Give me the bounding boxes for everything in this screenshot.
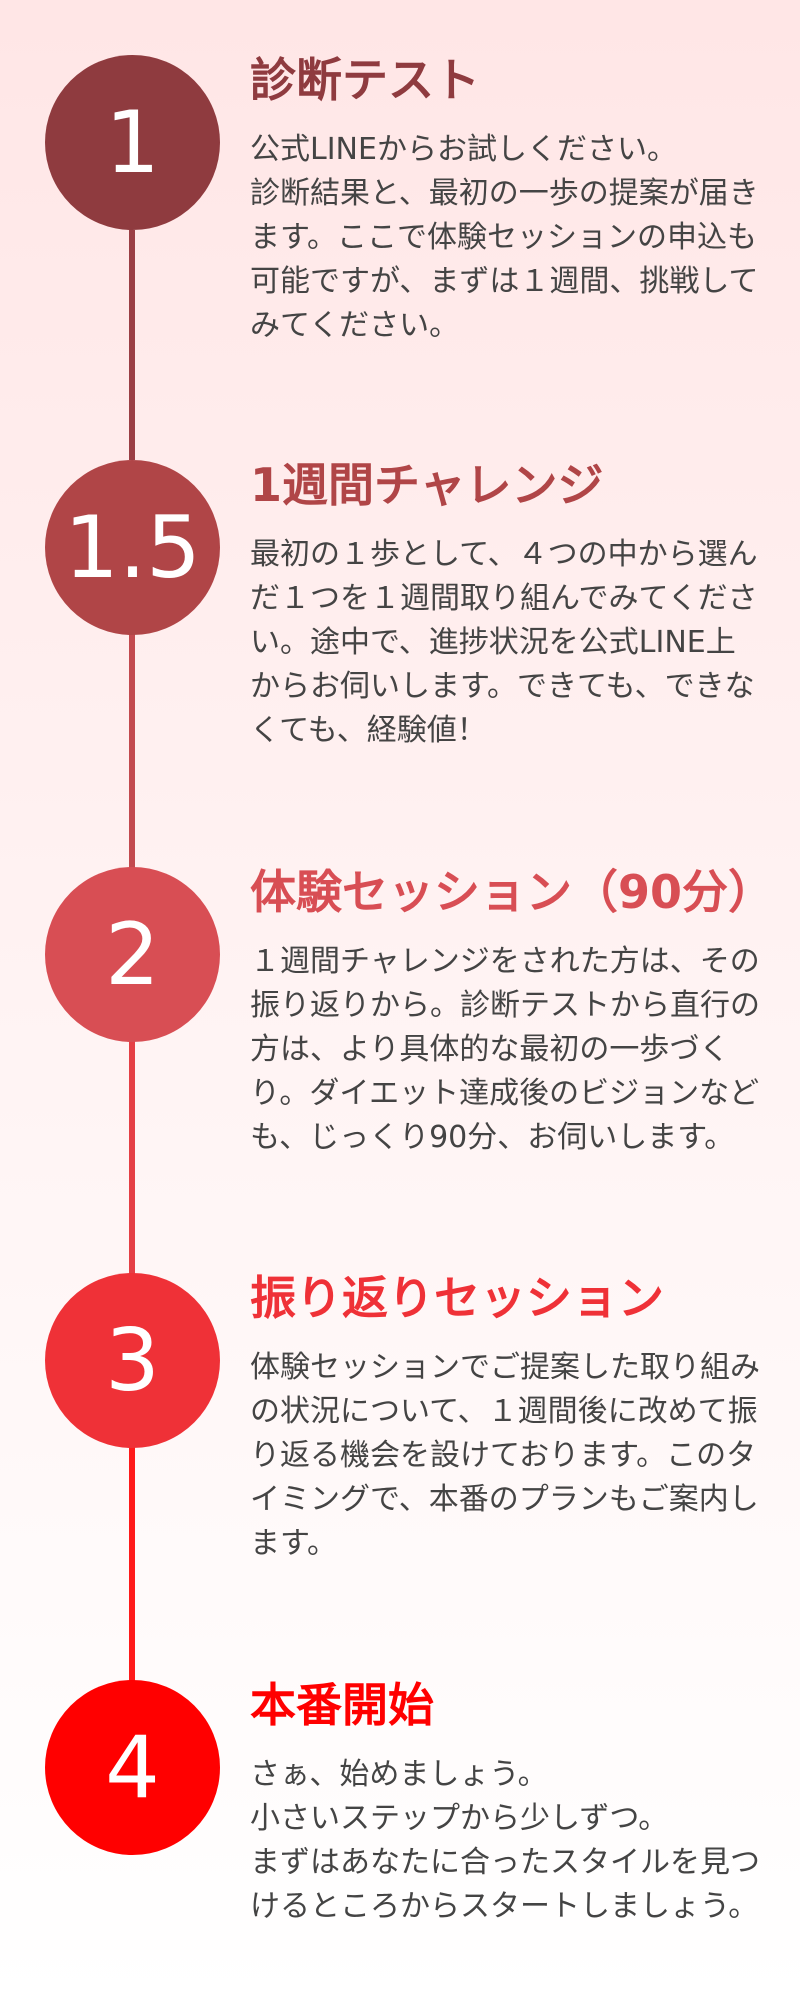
step-description: 最初の１歩として、４つの中から選んだ１つを１週間取り組んでみてください。途中で、… <box>250 537 758 748</box>
step-3: 3 振り返りセッション 体験セッションでご提案した取り組みの状況について、１週間… <box>0 1218 800 1578</box>
step-1-5: 1.5 1週間チャレンジ 最初の１歩として、４つの中から選んだ１つを１週間取り組… <box>0 405 800 765</box>
step-title: 振り返りセッション <box>250 1271 664 1325</box>
step-number-badge: 1 <box>45 55 220 230</box>
step-title: 体験セッション（90分） <box>250 865 775 919</box>
step-number-badge: 1.5 <box>45 460 220 635</box>
connector-line <box>129 1040 135 1280</box>
step-description: さぁ、始めましょう。 小さいステップから少しずつ。 まずはあなたに合ったスタイル… <box>250 1757 760 1924</box>
step-description: 公式LINEからお試しください。 診断結果と、最初の一歩の提案が届きます。ここで… <box>250 132 759 343</box>
step-4: 4 本番開始 さぁ、始めましょう。 小さいステップから少しずつ。 まずはあなたに… <box>0 1625 800 1985</box>
connector-line <box>129 230 135 460</box>
step-1: 1 診断テスト 公式LINEからお試しください。 診断結果と、最初の一歩の提案が… <box>0 0 800 360</box>
connector-line <box>129 1445 135 1685</box>
step-title: 診断テスト <box>250 53 480 107</box>
step-title: 1週間チャレンジ <box>250 458 604 512</box>
step-description: １週間チャレンジをされた方は、その振り返りから。診断テストから直行の方は、より具… <box>250 944 760 1155</box>
step-number-badge: 2 <box>45 867 220 1042</box>
step-number-badge: 4 <box>45 1680 220 1855</box>
step-description: 体験セッションでご提案した取り組みの状況について、１週間後に改めて振り返る機会を… <box>250 1350 760 1561</box>
step-number-badge: 3 <box>45 1273 220 1448</box>
connector-line <box>129 630 135 870</box>
step-2: 2 体験セッション（90分） １週間チャレンジをされた方は、その振り返りから。診… <box>0 812 800 1172</box>
step-title: 本番開始 <box>250 1678 434 1732</box>
